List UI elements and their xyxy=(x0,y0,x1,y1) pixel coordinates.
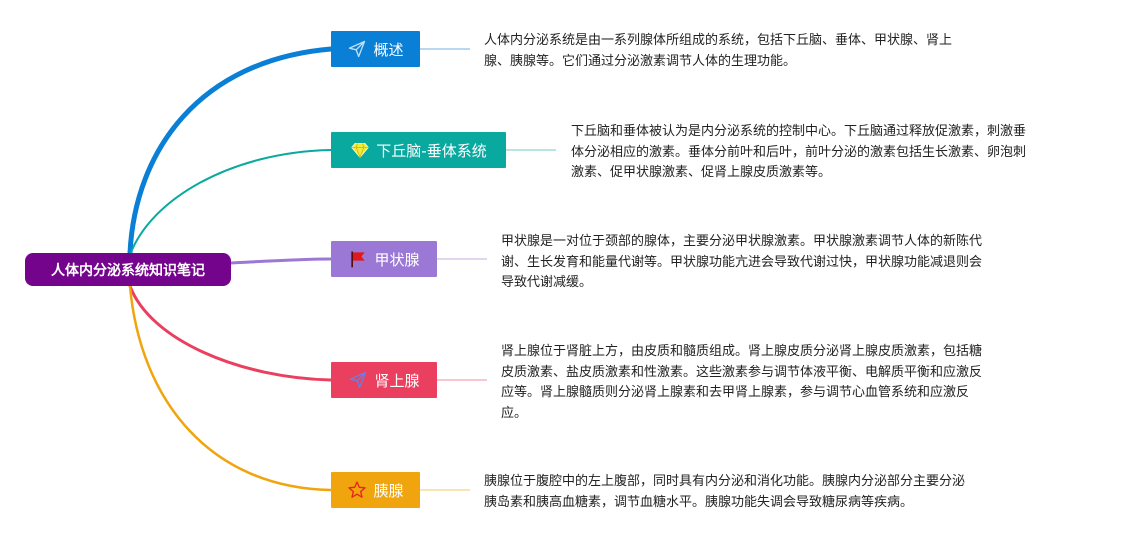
note-thyroid: 甲状腺是一对位于颈部的腺体，主要分泌甲状腺激素。甲状腺激素调节人体的新陈代谢、生… xyxy=(501,234,983,290)
note-overview: 人体内分泌系统是由一系列腺体所组成的系统，包括下丘脑、垂体、甲状腺、肾上腺、胰腺… xyxy=(484,33,953,69)
star-icon xyxy=(347,480,367,500)
topic-label: 胰腺 xyxy=(373,481,404,500)
note-pancreas: 胰腺位于腹腔中的左上腹部，同时具有内分泌和消化功能。胰腺内分泌部分主要分泌胰岛素… xyxy=(484,474,966,510)
topic-node-thyroid[interactable]: 甲状腺 xyxy=(331,241,437,277)
branch-line-adrenal xyxy=(128,284,333,382)
topic-label: 肾上腺 xyxy=(374,371,420,390)
paper-plane-icon xyxy=(348,370,368,390)
topic-node-hypothalamus-pituitary[interactable]: 下丘脑-垂体系统 xyxy=(331,132,506,168)
paper-plane-icon xyxy=(347,39,367,59)
topic-node-adrenal[interactable]: 肾上腺 xyxy=(331,362,437,398)
topic-label: 下丘脑-垂体系统 xyxy=(376,141,487,160)
note-hypothalamus-pituitary: 下丘脑和垂体被认为是内分泌系统的控制中心。下丘脑通过释放促激素，刺激垂体分泌相应… xyxy=(571,124,1027,180)
branch-line-overview xyxy=(127,46,334,256)
branch-line-hypothalamus xyxy=(129,149,332,256)
topic-node-overview[interactable]: 概述 xyxy=(331,31,420,67)
diamond-icon xyxy=(350,140,370,160)
branch-line-thyroid xyxy=(229,257,333,265)
topic-label: 概述 xyxy=(373,40,404,59)
flag-icon xyxy=(348,249,368,269)
root-node-label: 人体内分泌系统知识笔记 xyxy=(51,262,205,279)
topic-label: 甲状腺 xyxy=(374,250,420,269)
root-node[interactable]: 人体内分泌系统知识笔记 xyxy=(25,253,231,286)
topic-node-pancreas[interactable]: 胰腺 xyxy=(331,472,420,508)
note-adrenal: 肾上腺位于肾脏上方，由皮质和髓质组成。肾上腺皮质分泌肾上腺皮质激素，包括糖皮质激… xyxy=(501,344,983,421)
branch-line-pancreas xyxy=(128,284,333,492)
